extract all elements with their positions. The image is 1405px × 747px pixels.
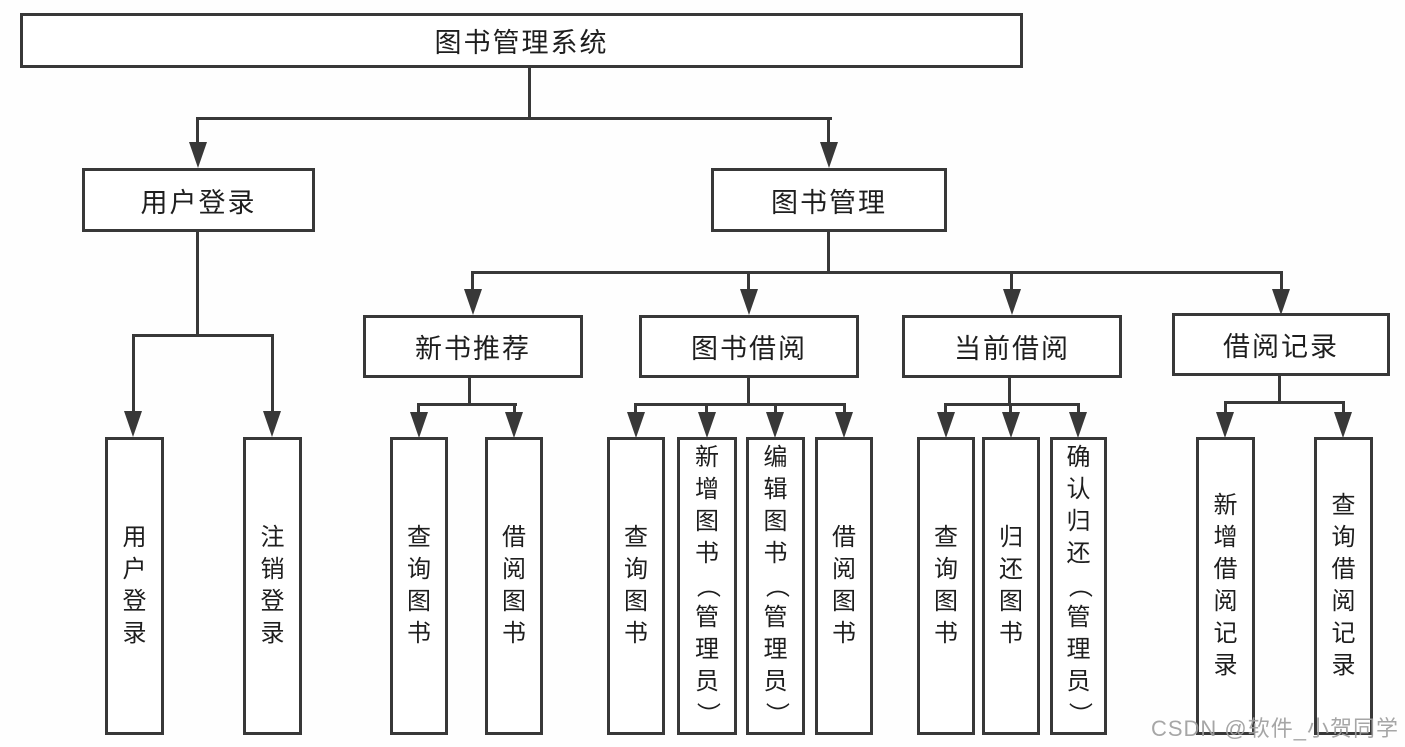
leaf-return-books-label: 归还图书 bbox=[999, 524, 1023, 647]
connector-line bbox=[634, 403, 846, 406]
leaf-search-borrow-record: 查询借阅记录 bbox=[1314, 437, 1373, 735]
connector-line bbox=[132, 334, 135, 416]
node-root: 图书管理系统 bbox=[20, 13, 1023, 68]
connector-line bbox=[468, 378, 471, 405]
node-borrowing-records: 借阅记录 bbox=[1172, 313, 1390, 376]
arrowhead-icon bbox=[1003, 289, 1021, 315]
leaf-edit-books-admin: 编辑图书（管理员） bbox=[746, 437, 805, 735]
connector-line bbox=[705, 403, 708, 416]
node-new-book-recommend-label: 新书推荐 bbox=[415, 334, 531, 364]
node-current-borrowing: 当前借阅 bbox=[902, 315, 1122, 378]
arrowhead-icon bbox=[124, 411, 142, 437]
arrowhead-icon bbox=[698, 412, 716, 438]
connector-line bbox=[196, 117, 199, 147]
connector-line bbox=[528, 66, 531, 120]
connector-line bbox=[1224, 401, 1345, 404]
leaf-search-books-current-label: 查询图书 bbox=[934, 524, 958, 647]
node-user-login: 用户登录 bbox=[82, 168, 315, 232]
leaf-user-login-label: 用户登录 bbox=[122, 524, 147, 647]
connector-line bbox=[417, 403, 420, 416]
connector-line bbox=[827, 232, 830, 274]
connector-line bbox=[634, 403, 637, 416]
leaf-search-books-recommend-label: 查询图书 bbox=[407, 524, 431, 647]
connector-line bbox=[944, 403, 947, 416]
connector-line bbox=[774, 403, 777, 416]
node-new-book-recommend: 新书推荐 bbox=[363, 315, 583, 378]
arrowhead-icon bbox=[505, 412, 523, 438]
connector-line bbox=[944, 403, 1080, 406]
leaf-return-books: 归还图书 bbox=[982, 437, 1040, 735]
node-book-management-label: 图书管理 bbox=[771, 187, 887, 218]
leaf-edit-books-admin-label: 编辑图书（管理员） bbox=[762, 444, 790, 726]
connector-line bbox=[417, 403, 517, 406]
node-user-login-label: 用户登录 bbox=[140, 187, 257, 218]
arrowhead-icon bbox=[937, 412, 955, 438]
leaf-search-books-recommend: 查询图书 bbox=[390, 437, 448, 735]
node-root-label: 图书管理系统 bbox=[434, 28, 609, 58]
leaf-add-books-admin: 新增图书（管理员） bbox=[677, 437, 737, 735]
arrowhead-icon bbox=[1334, 412, 1352, 438]
connector-line bbox=[1342, 401, 1345, 415]
connector-line bbox=[271, 334, 274, 416]
leaf-user-login: 用户登录 bbox=[105, 437, 164, 735]
leaf-search-books-borrow: 查询图书 bbox=[607, 437, 665, 735]
watermark: CSDN @软件_小贺同学 bbox=[1150, 716, 1399, 741]
connector-line bbox=[1008, 378, 1011, 405]
leaf-borrow-books-recommend-label: 借阅图书 bbox=[502, 524, 526, 647]
connector-line bbox=[471, 271, 474, 291]
connector-line bbox=[843, 403, 846, 416]
arrowhead-icon bbox=[740, 289, 758, 315]
node-book-management: 图书管理 bbox=[711, 168, 947, 232]
connector-line bbox=[132, 334, 274, 337]
arrowhead-icon bbox=[820, 142, 838, 168]
connector-line bbox=[196, 232, 199, 336]
arrowhead-icon bbox=[627, 412, 645, 438]
node-borrowing-records-label: 借阅记录 bbox=[1223, 332, 1339, 362]
connector-line bbox=[1077, 403, 1080, 416]
leaf-confirm-return-admin-label: 确认归还（管理员） bbox=[1065, 444, 1093, 726]
leaf-search-borrow-record-label: 查询借阅记录 bbox=[1331, 492, 1356, 679]
leaf-search-books-current: 查询图书 bbox=[917, 437, 975, 735]
arrowhead-icon bbox=[464, 289, 482, 315]
arrowhead-icon bbox=[263, 411, 281, 437]
node-book-borrowing-label: 图书借阅 bbox=[691, 334, 807, 364]
leaf-confirm-return-admin: 确认归还（管理员） bbox=[1050, 437, 1107, 735]
connector-line bbox=[513, 403, 516, 416]
arrowhead-icon bbox=[1069, 412, 1087, 438]
leaf-borrow-books-recommend: 借阅图书 bbox=[485, 437, 543, 735]
node-current-borrowing-label: 当前借阅 bbox=[954, 334, 1070, 364]
arrowhead-icon bbox=[1002, 412, 1020, 438]
arrowhead-icon bbox=[189, 142, 207, 168]
arrowhead-icon bbox=[1216, 412, 1234, 438]
leaf-logout: 注销登录 bbox=[243, 437, 302, 735]
connector-line bbox=[1278, 376, 1281, 404]
connector-line bbox=[196, 117, 832, 120]
arrowhead-icon bbox=[766, 412, 784, 438]
leaf-search-books-borrow-label: 查询图书 bbox=[624, 524, 648, 647]
connector-line bbox=[1280, 271, 1283, 291]
arrowhead-icon bbox=[410, 412, 428, 438]
connector-line bbox=[747, 271, 750, 291]
connector-line bbox=[1224, 401, 1227, 415]
leaf-add-borrow-record-label: 新增借阅记录 bbox=[1213, 492, 1238, 679]
leaf-borrow-books-borrow-label: 借阅图书 bbox=[832, 524, 856, 647]
connector-line bbox=[1009, 403, 1012, 416]
leaf-borrow-books-borrow: 借阅图书 bbox=[815, 437, 873, 735]
arrowhead-icon bbox=[835, 412, 853, 438]
connector-line bbox=[1010, 271, 1013, 291]
node-book-borrowing: 图书借阅 bbox=[639, 315, 859, 378]
leaf-add-borrow-record: 新增借阅记录 bbox=[1196, 437, 1255, 735]
connector-line bbox=[471, 271, 1283, 274]
leaf-logout-label: 注销登录 bbox=[260, 524, 285, 647]
leaf-add-books-admin-label: 新增图书（管理员） bbox=[694, 444, 721, 726]
connector-line bbox=[827, 117, 830, 147]
connector-line bbox=[747, 378, 750, 405]
arrowhead-icon bbox=[1272, 289, 1290, 315]
